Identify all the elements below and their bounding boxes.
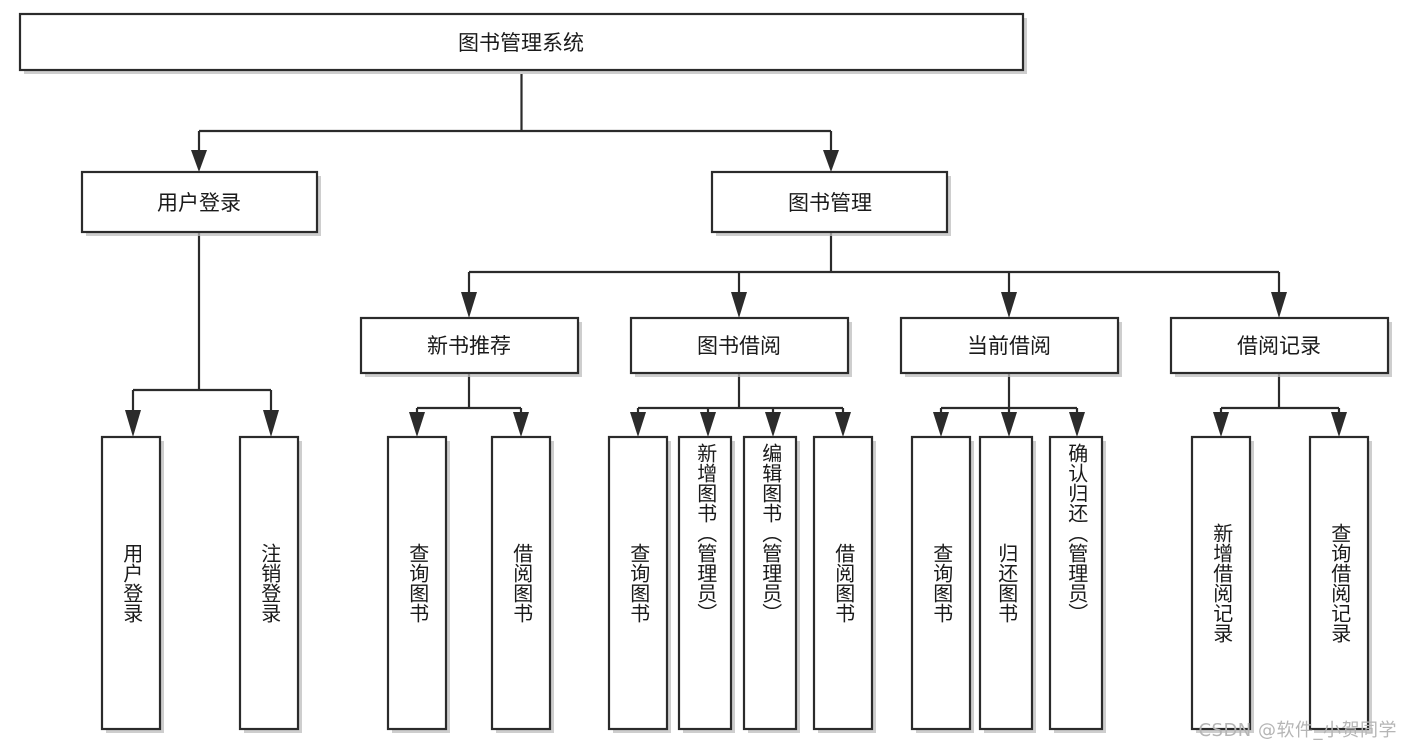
leaf-borrow-add-book-box[interactable] [677,435,733,731]
arrow-to-borrow-leaf-3 [765,412,781,437]
leaf-borrow-borrow-book[interactable] [812,435,876,733]
arrow-to-borrow-leaf-4 [835,412,851,437]
node-book-borrow-label: 图书借阅 [697,334,781,358]
leaf-current-confirm-return[interactable] [1048,435,1106,733]
leaf-user-login[interactable] [100,435,164,733]
node-borrow-record[interactable]: 借阅记录 [1169,316,1392,377]
leaf-borrow-query-book[interactable] [607,435,671,733]
leaf-borrow-add-book[interactable] [677,435,735,733]
leaf-recommend-query-book[interactable] [386,435,450,733]
leaf-record-add-record[interactable] [1190,435,1254,733]
leaf-current-query-book-box[interactable] [910,435,972,731]
node-current-borrow[interactable]: 当前借阅 [899,316,1122,377]
node-book-management[interactable]: 图书管理 [710,170,951,236]
connector-group [125,74,1347,437]
arrow-to-current-leaf-3 [1069,412,1085,437]
leaf-record-query-record-box[interactable] [1308,435,1370,731]
arrow-to-new-book-recommend [461,292,477,318]
leaf-current-return-book[interactable] [978,435,1036,733]
arrow-to-book-borrow [731,292,747,318]
arrow-to-recommend-leaf-2 [513,412,529,437]
node-root-box[interactable] [18,12,1025,72]
leaf-logout[interactable] [238,435,302,733]
leaf-borrow-edit-book-box[interactable] [742,435,798,731]
leaf-user-login-box[interactable] [100,435,162,731]
leaf-borrow-query-book-box[interactable] [607,435,669,731]
leaf-logout-box[interactable] [238,435,300,731]
node-borrow-record-box[interactable] [1169,316,1390,375]
node-current-borrow-label: 当前借阅 [967,334,1051,358]
node-book-borrow-box[interactable] [629,316,850,375]
arrow-to-record-leaf-2 [1331,412,1347,437]
arrow-to-current-leaf-2 [1001,412,1017,437]
arrow-to-leaf-user-login [125,410,141,437]
node-book-borrow[interactable]: 图书借阅 [629,316,852,377]
leaf-recommend-query-book-box[interactable] [386,435,448,731]
arrow-to-record-leaf-1 [1213,412,1229,437]
node-new-book-recommend[interactable]: 新书推荐 [359,316,582,377]
leaf-current-query-book[interactable] [910,435,974,733]
arrow-to-borrow-leaf-2 [700,412,716,437]
leaf-record-add-record-box[interactable] [1190,435,1252,731]
leaf-current-return-book-box[interactable] [978,435,1034,731]
node-user-login-label: 用户登录 [157,191,241,215]
arrow-to-leaf-logout [263,410,279,437]
leaf-borrow-borrow-book-box[interactable] [812,435,874,731]
arrow-to-borrow-record [1271,292,1287,318]
node-borrow-record-label: 借阅记录 [1237,334,1321,358]
leaf-recommend-borrow-book[interactable] [490,435,554,733]
arrow-to-current-borrow [1001,292,1017,318]
node-root-label: 图书管理系统 [458,31,584,55]
node-book-management-box[interactable] [710,170,949,234]
node-book-management-label: 图书管理 [788,191,872,215]
node-root[interactable]: 图书管理系统 [18,12,1027,74]
leaf-record-query-record[interactable] [1308,435,1372,733]
arrow-to-book-management [823,150,839,172]
leaf-borrow-edit-book[interactable] [742,435,800,733]
arrow-to-borrow-leaf-1 [630,412,646,437]
arrow-to-recommend-leaf-1 [409,412,425,437]
arrow-to-current-leaf-1 [933,412,949,437]
leaf-current-confirm-return-box[interactable] [1048,435,1104,731]
node-new-book-recommend-label: 新书推荐 [427,334,511,358]
node-current-borrow-box[interactable] [899,316,1120,375]
leaf-recommend-borrow-book-box[interactable] [490,435,552,731]
node-user-login[interactable]: 用户登录 [80,170,321,236]
node-user-login-box[interactable] [80,170,319,234]
arrow-to-user-login [191,150,207,172]
node-new-book-recommend-box[interactable] [359,316,580,375]
